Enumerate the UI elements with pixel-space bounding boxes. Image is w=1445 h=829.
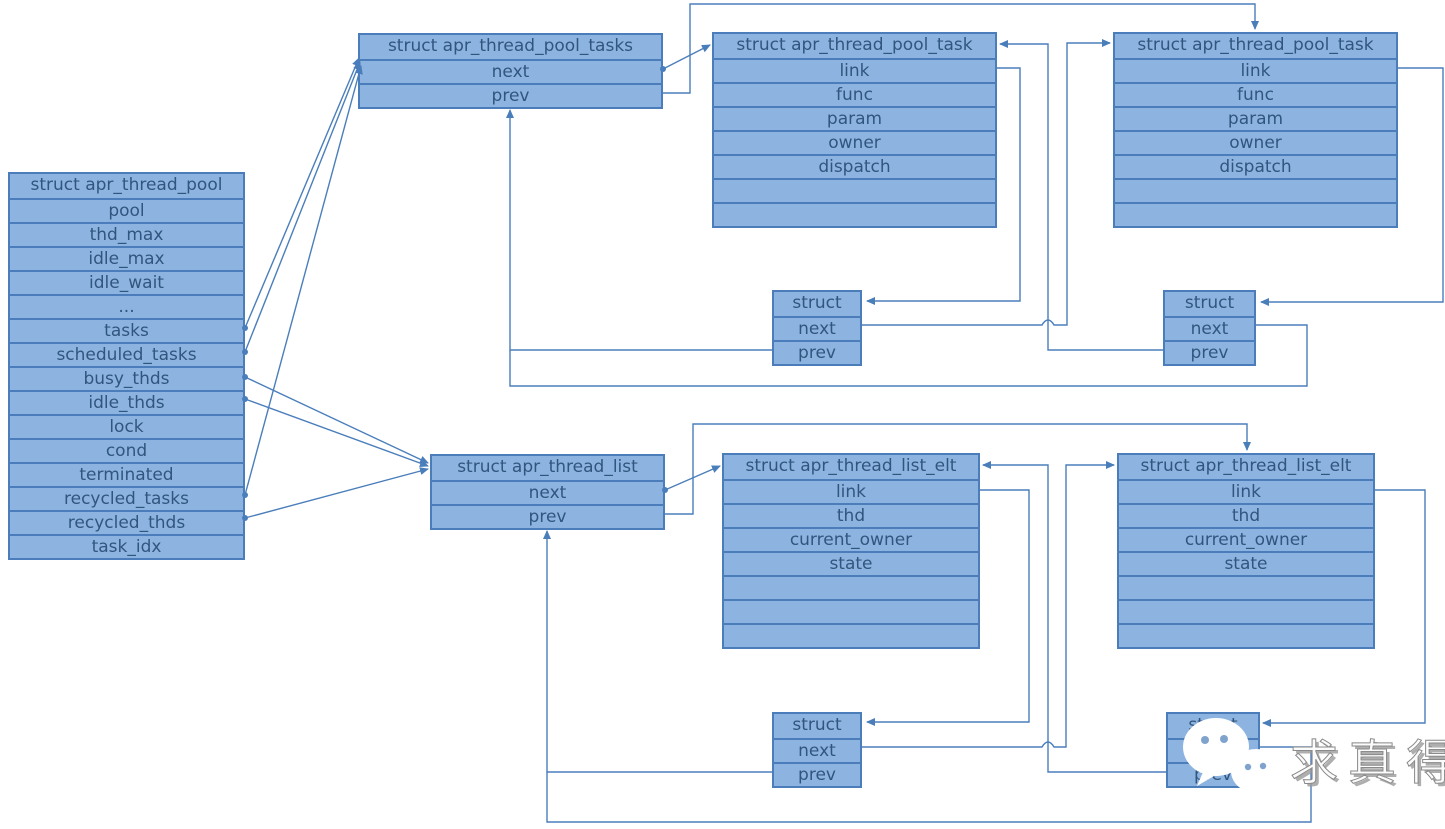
- field-row-idle-wait: idle_wait: [10, 270, 243, 294]
- field-row-empty: [724, 599, 978, 623]
- field-row-empty: [724, 575, 978, 599]
- watermark-text: 求真得真: [1290, 735, 1445, 791]
- field-row-owner: owner: [1115, 130, 1396, 154]
- field-row-pool: pool: [10, 198, 243, 222]
- struct-title: struct: [1184, 293, 1235, 313]
- struct-box-link-node-bottom-2: struct next prev: [1166, 712, 1260, 788]
- field-row-link: link: [714, 58, 995, 82]
- arrow-recycled-thds-to-thread-list: [244, 467, 429, 519]
- arrow-scheduled-tasks-to-pool-tasks: [244, 61, 361, 353]
- connector-origin-dots: [242, 66, 668, 521]
- field-row-next: next: [360, 59, 661, 83]
- arrow-busy-thds-to-thread-list: [244, 376, 429, 464]
- field-row-prev: prev: [432, 504, 663, 528]
- field-row-current-owner: current_owner: [1119, 527, 1373, 551]
- field-row-recycled-tasks: recycled_tasks: [10, 486, 243, 510]
- field-row-empty: [1119, 599, 1373, 623]
- arrow-recycled-tasks-to-pool-tasks: [244, 65, 363, 496]
- arrow-pool-tasks-next-to-task1: [662, 44, 711, 70]
- field-row-current-owner: current_owner: [724, 527, 978, 551]
- field-row-link: link: [1119, 479, 1373, 503]
- struct-box-apr-thread-pool-task-2: struct apr_thread_pool_task link func pa…: [1113, 32, 1398, 228]
- field-row-func: func: [714, 82, 995, 106]
- field-row-dispatch: dispatch: [1115, 154, 1396, 178]
- field-row-link: link: [724, 479, 978, 503]
- struct-box-apr-thread-list: struct apr_thread_list next prev: [430, 454, 665, 530]
- field-row-next: next: [1168, 738, 1258, 762]
- struct-box-link-node-top-1: struct next prev: [772, 290, 862, 366]
- struct-title: struct apr_thread_list_elt: [1140, 456, 1352, 476]
- field-row-prev: prev: [1165, 340, 1254, 364]
- field-row-scheduled-tasks: scheduled_tasks: [10, 342, 243, 366]
- field-row-ellipsis: ...: [10, 294, 243, 318]
- field-row-prev: prev: [774, 340, 860, 364]
- field-row-owner: owner: [714, 130, 995, 154]
- watermark-text-shadow: 求真得真: [1293, 738, 1445, 794]
- field-row-dispatch: dispatch: [714, 154, 995, 178]
- field-row-prev: prev: [774, 762, 860, 786]
- field-row-thd-max: thd_max: [10, 222, 243, 246]
- struct-box-apr-thread-pool-tasks: struct apr_thread_pool_tasks next prev: [358, 33, 663, 109]
- field-row-empty: [1119, 623, 1373, 647]
- field-row-lock: lock: [10, 414, 243, 438]
- struct-title: struct: [792, 715, 842, 735]
- struct-title: struct apr_thread_pool_task: [1137, 35, 1374, 55]
- struct-title: struct apr_thread_list_elt: [745, 456, 957, 476]
- field-row-prev: prev: [360, 83, 661, 107]
- field-row-empty: [724, 623, 978, 647]
- field-row-busy-thds: busy_thds: [10, 366, 243, 390]
- field-row-cond: cond: [10, 438, 243, 462]
- field-row-empty: [1115, 178, 1396, 202]
- field-row-tasks: tasks: [10, 318, 243, 342]
- struct-title: struct: [1188, 715, 1238, 735]
- field-row-empty: [714, 202, 995, 226]
- field-row-link: link: [1115, 58, 1396, 82]
- arrow-tasks-to-pool-tasks: [244, 57, 360, 329]
- struct-box-apr-thread-list-elt-2: struct apr_thread_list_elt link thd curr…: [1117, 453, 1375, 649]
- field-row-state: state: [724, 551, 978, 575]
- field-row-thd: thd: [724, 503, 978, 527]
- struct-box-link-node-bottom-1: struct next prev: [772, 712, 862, 788]
- field-row-empty: [1119, 575, 1373, 599]
- field-row-param: param: [714, 106, 995, 130]
- field-row-state: state: [1119, 551, 1373, 575]
- field-row-func: func: [1115, 82, 1396, 106]
- field-row-terminated: terminated: [10, 462, 243, 486]
- arrow-idle-thds-to-thread-list: [244, 398, 429, 468]
- struct-box-apr-thread-list-elt-1: struct apr_thread_list_elt link thd curr…: [722, 453, 980, 649]
- field-row-thd: thd: [1119, 503, 1373, 527]
- field-row-next: next: [774, 316, 860, 340]
- field-row-idle-max: idle_max: [10, 246, 243, 270]
- struct-title: struct apr_thread_list: [457, 457, 638, 477]
- field-row-next: next: [432, 480, 663, 504]
- struct-title: struct apr_thread_pool_task: [736, 35, 973, 55]
- field-row-idle-thds: idle_thds: [10, 390, 243, 414]
- field-row-recycled-thds: recycled_thds: [10, 510, 243, 534]
- field-row-param: param: [1115, 106, 1396, 130]
- struct-box-apr-thread-pool-task-1: struct apr_thread_pool_task link func pa…: [712, 32, 997, 228]
- struct-title: struct apr_thread_pool_tasks: [387, 36, 634, 56]
- struct-title: struct: [792, 293, 842, 313]
- field-row-next: next: [1165, 316, 1254, 340]
- field-row-prev: prev: [1168, 762, 1258, 786]
- field-row-empty: [714, 178, 995, 202]
- watermark-text-group: 求真得真 求真得真: [1290, 735, 1445, 795]
- arrow-thread-list-next-to-elt1: [664, 465, 721, 491]
- field-row-empty: [1115, 202, 1396, 226]
- struct-box-apr-thread-pool: struct apr_thread_pool pool thd_max idle…: [8, 172, 245, 560]
- struct-box-link-node-top-2: struct next prev: [1163, 290, 1256, 366]
- field-row-task-idx: task_idx: [10, 534, 243, 558]
- field-row-next: next: [774, 738, 860, 762]
- struct-title: struct apr_thread_pool: [30, 175, 223, 195]
